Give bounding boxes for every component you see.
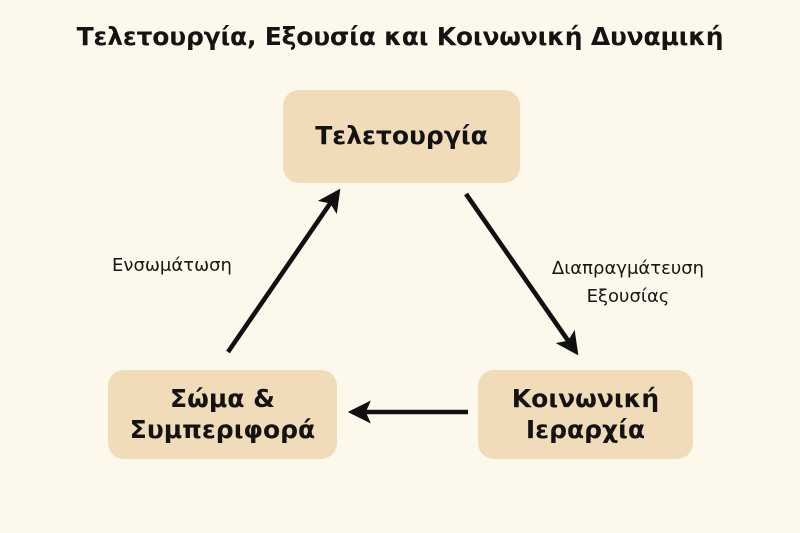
node-social-hierarchy-label: Κοινωνική Ιεραρχία (512, 384, 659, 445)
node-social-hierarchy-label-line2: Ιεραρχία (525, 414, 646, 444)
node-body-behaviour-label-line1: Σώμα & (170, 384, 275, 413)
node-body-behaviour[interactable]: Σώμα & Συμπεριφορά (108, 370, 337, 459)
node-ritual-label: Τελετουργία (315, 121, 488, 151)
edge-label-power-negotiation: Διαπραγμάτευση Εξουσίας (518, 255, 738, 311)
diagram-title: Τελετουργία, Εξουσία και Κοινωνική Δυναμ… (76, 22, 724, 51)
node-social-hierarchy[interactable]: Κοινωνική Ιεραρχία (478, 370, 693, 459)
edge-label-power-negotiation-line2: Εξουσίας (586, 285, 670, 307)
node-body-behaviour-label-line2: Συμπεριφορά (129, 414, 316, 444)
edge-label-embodiment: Ενσωμάτωση (112, 255, 232, 276)
node-ritual[interactable]: Τελετουργία (283, 90, 520, 183)
node-body-behaviour-label: Σώμα & Συμπεριφορά (130, 384, 316, 445)
edge-label-power-negotiation-line1: Διαπραγμάτευση (551, 258, 705, 279)
node-social-hierarchy-label-line1: Κοινωνική (511, 384, 660, 413)
